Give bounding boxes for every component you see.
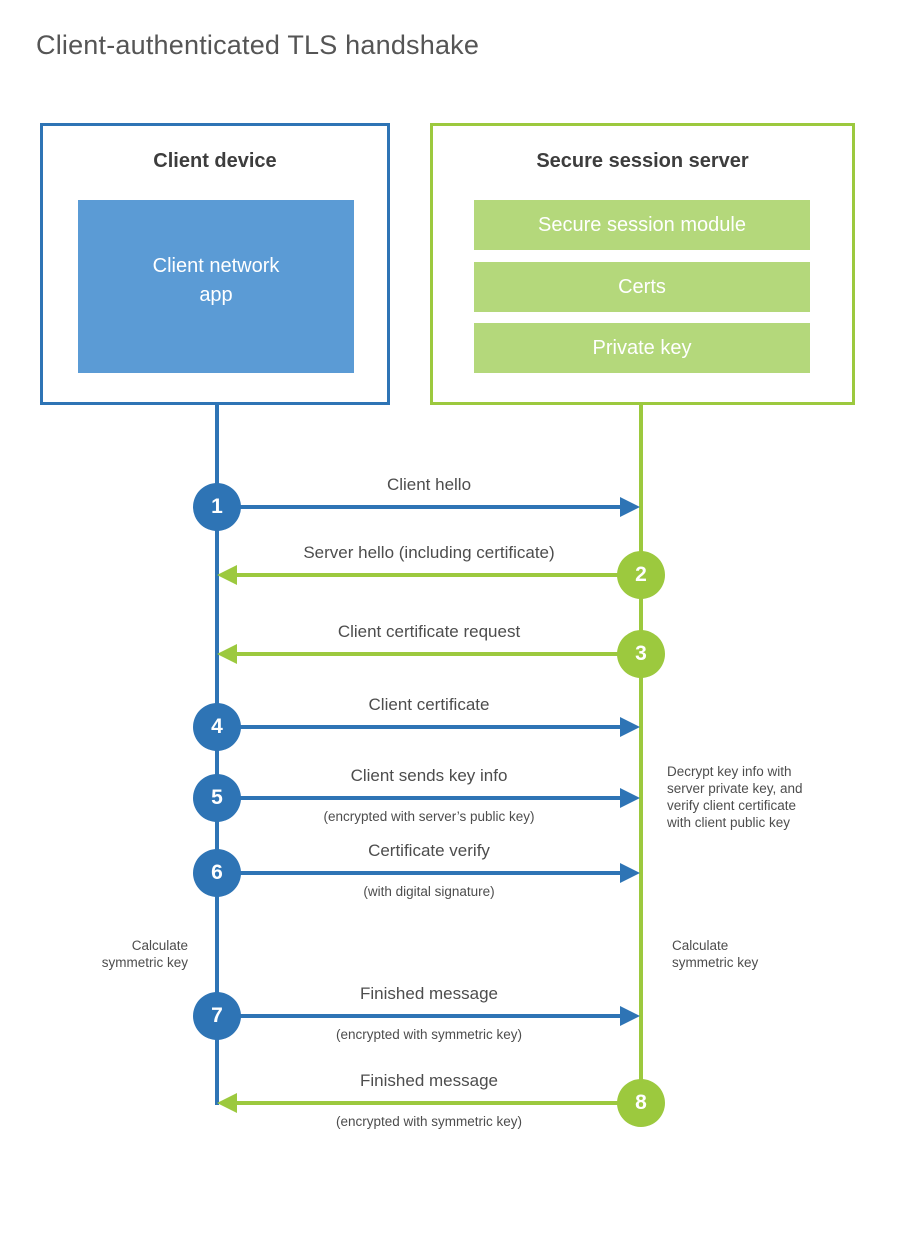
- message-label: Client certificate: [368, 695, 490, 714]
- message-label: Finished message: [360, 1071, 498, 1090]
- step-badge: 6: [193, 849, 241, 897]
- arrow-line: [217, 1014, 623, 1018]
- module-private-key: Private key: [474, 323, 810, 373]
- message-label: Client hello: [386, 475, 472, 494]
- message-label: Certificate verify: [368, 841, 490, 860]
- message-label: Finished message: [360, 984, 498, 1003]
- calc-note-server-line1: Calculate: [672, 938, 729, 953]
- client-lifeline: [215, 405, 219, 1105]
- secure-session-server-title: Secure session server: [536, 150, 749, 172]
- decrypt-note: Decrypt key info with server private key…: [667, 763, 803, 831]
- decrypt-note-line4: with client public key: [667, 815, 791, 830]
- decrypt-note-line2: server private key, and: [667, 781, 803, 796]
- message-label: Server hello (including certificate): [303, 543, 555, 562]
- message-sublabel: (encrypted with symmetric key): [335, 1114, 523, 1129]
- arrowhead-left-icon: [217, 565, 237, 585]
- diagram-title: Client-authenticated TLS handshake: [36, 30, 480, 60]
- message-sublabel: (encrypted with server’s public key): [323, 809, 535, 824]
- arrowhead-right-icon: [620, 497, 640, 517]
- client-network-app-box: Client network app: [78, 200, 354, 373]
- client-network-app-label-line2: app: [199, 283, 233, 306]
- client-device-title: Client device: [153, 150, 277, 172]
- step-badge: 3: [617, 630, 665, 678]
- arrowhead-right-icon: [620, 863, 640, 883]
- step-badge: 4: [193, 703, 241, 751]
- message-sublabel: (encrypted with symmetric key): [335, 1027, 523, 1042]
- client-network-app-label-line1: Client network: [152, 254, 280, 277]
- arrowhead-right-icon: [620, 788, 640, 808]
- module-certs: Certs: [474, 262, 810, 312]
- arrow-line: [217, 796, 623, 800]
- arrow-line: [236, 652, 641, 656]
- module-secure-session: Secure session module: [474, 200, 810, 250]
- arrowhead-right-icon: [620, 1006, 640, 1026]
- arrow-line: [217, 725, 623, 729]
- step-badge: 7: [193, 992, 241, 1040]
- arrow-line: [236, 573, 641, 577]
- calc-note-client-line1: Calculate: [131, 938, 188, 953]
- calc-note-server-line2: symmetric key: [672, 955, 759, 970]
- arrowhead-left-icon: [217, 644, 237, 664]
- step-badge: 2: [617, 551, 665, 599]
- arrow-line: [217, 871, 623, 875]
- step-badge: 5: [193, 774, 241, 822]
- message-sublabel: (with digital signature): [363, 884, 495, 899]
- arrowhead-right-icon: [620, 717, 640, 737]
- arrowhead-left-icon: [217, 1093, 237, 1113]
- message-label: Client certificate request: [337, 622, 521, 641]
- step-badge: 1: [193, 483, 241, 531]
- arrow-line: [217, 505, 623, 509]
- calc-note-client-line2: symmetric key: [101, 955, 188, 970]
- decrypt-note-line1: Decrypt key info with: [667, 764, 792, 779]
- decrypt-note-line3: verify client certificate: [667, 798, 797, 813]
- message-label: Client sends key info: [350, 766, 508, 785]
- calc-note-client: Calculate symmetric key: [38, 937, 188, 971]
- calc-note-server: Calculate symmetric key: [672, 937, 758, 971]
- arrow-line: [236, 1101, 641, 1105]
- server-lifeline: [639, 405, 643, 1103]
- step-badge: 8: [617, 1079, 665, 1127]
